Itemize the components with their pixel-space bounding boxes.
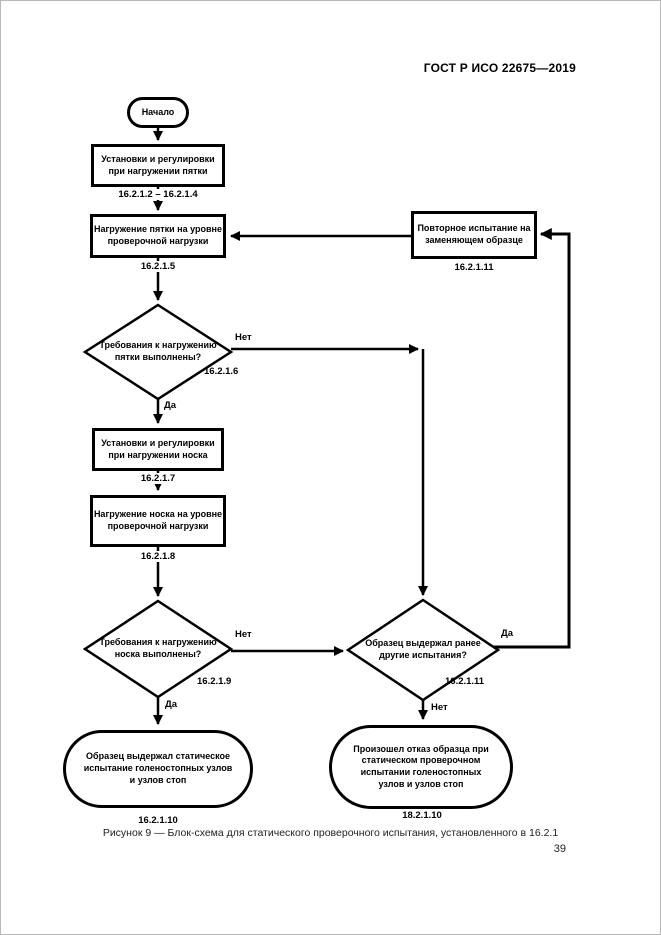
decision-toe-requirements-outline	[82, 599, 234, 699]
process-setup-toe: Установки и регулировки при нагружении н…	[92, 428, 224, 471]
decision-heel-requirements-outline	[82, 303, 234, 401]
ref-load-heel: 16.2.1.5	[137, 261, 179, 272]
process-setup-toe-label: Установки и регулировки при нагружении н…	[101, 437, 215, 460]
ref-load-toe: 16.2.1.8	[137, 551, 179, 562]
process-load-heel: Нагружение пятки на уровне проверочной н…	[90, 214, 226, 258]
document-header: ГОСТ Р ИСО 22675—2019	[423, 61, 576, 75]
ref-repeat-substitute: 16.2.1.11	[454, 262, 494, 273]
edge-label-survived-no: Нет	[431, 702, 448, 713]
terminator-pass-label: Образец выдержал статическое испытание г…	[83, 751, 233, 785]
edge-label-heel-yes: Да	[164, 400, 177, 411]
terminator-pass: Образец выдержал статическое испытание г…	[63, 730, 253, 808]
start-label: Начало	[141, 106, 175, 117]
edge-label-toe-no: Нет	[235, 629, 252, 640]
ref-setup-toe: 16.2.1.7	[137, 473, 179, 484]
process-load-heel-label: Нагружение пятки на уровне проверочной н…	[94, 224, 222, 246]
ref-toe-requirements: 16.2.1.9	[197, 676, 232, 687]
process-load-toe-label: Нагружение носка на уровне проверочной н…	[93, 509, 223, 531]
terminator-fail-label: Произошел отказ образца при статическом …	[353, 743, 489, 789]
ref-heel-requirements: 16.2.1.6	[204, 366, 239, 377]
process-repeat-substitute: Повторное испытание на заменяющем образц…	[411, 211, 537, 259]
decision-survived-prior-label: Образец выдержал ранее другие испытания?	[365, 638, 481, 660]
process-load-toe: Нагружение носка на уровне проверочной н…	[90, 495, 226, 547]
decision-survived-prior-outline	[345, 598, 501, 702]
ref-fail: 18.2.1.10	[402, 810, 442, 821]
ref-survived-prior: 16.2.1.11	[445, 676, 485, 687]
edge-label-heel-no: Нет	[235, 332, 252, 343]
decision-toe-requirements-label: Требования к нагружению носка выполнены?	[99, 637, 217, 659]
figure-caption: Рисунок 9 — Блок-схема для статического …	[102, 827, 559, 839]
process-repeat-substitute-label: Повторное испытание на заменяющем образц…	[417, 223, 531, 245]
start-terminator: Начало	[127, 97, 189, 128]
edge-label-survived-yes: Да	[501, 628, 514, 639]
decision-heel-requirements-label: Требования к нагружению пятки выполнены?	[99, 340, 217, 362]
edge-label-toe-yes: Да	[165, 699, 178, 710]
page-number: 39	[553, 843, 566, 855]
edge-survived-yes-return	[494, 228, 571, 649]
ref-setup-heel: 16.2.1.2 – 16.2.1.4	[115, 189, 201, 200]
ref-pass: 16.2.1.10	[138, 815, 178, 826]
terminator-fail: Произошел отказ образца при статическом …	[329, 725, 513, 809]
process-setup-heel-label: Установки и регулировки при нагружении п…	[101, 153, 215, 176]
process-setup-heel: Установки и регулировки при нагружении п…	[91, 144, 225, 187]
